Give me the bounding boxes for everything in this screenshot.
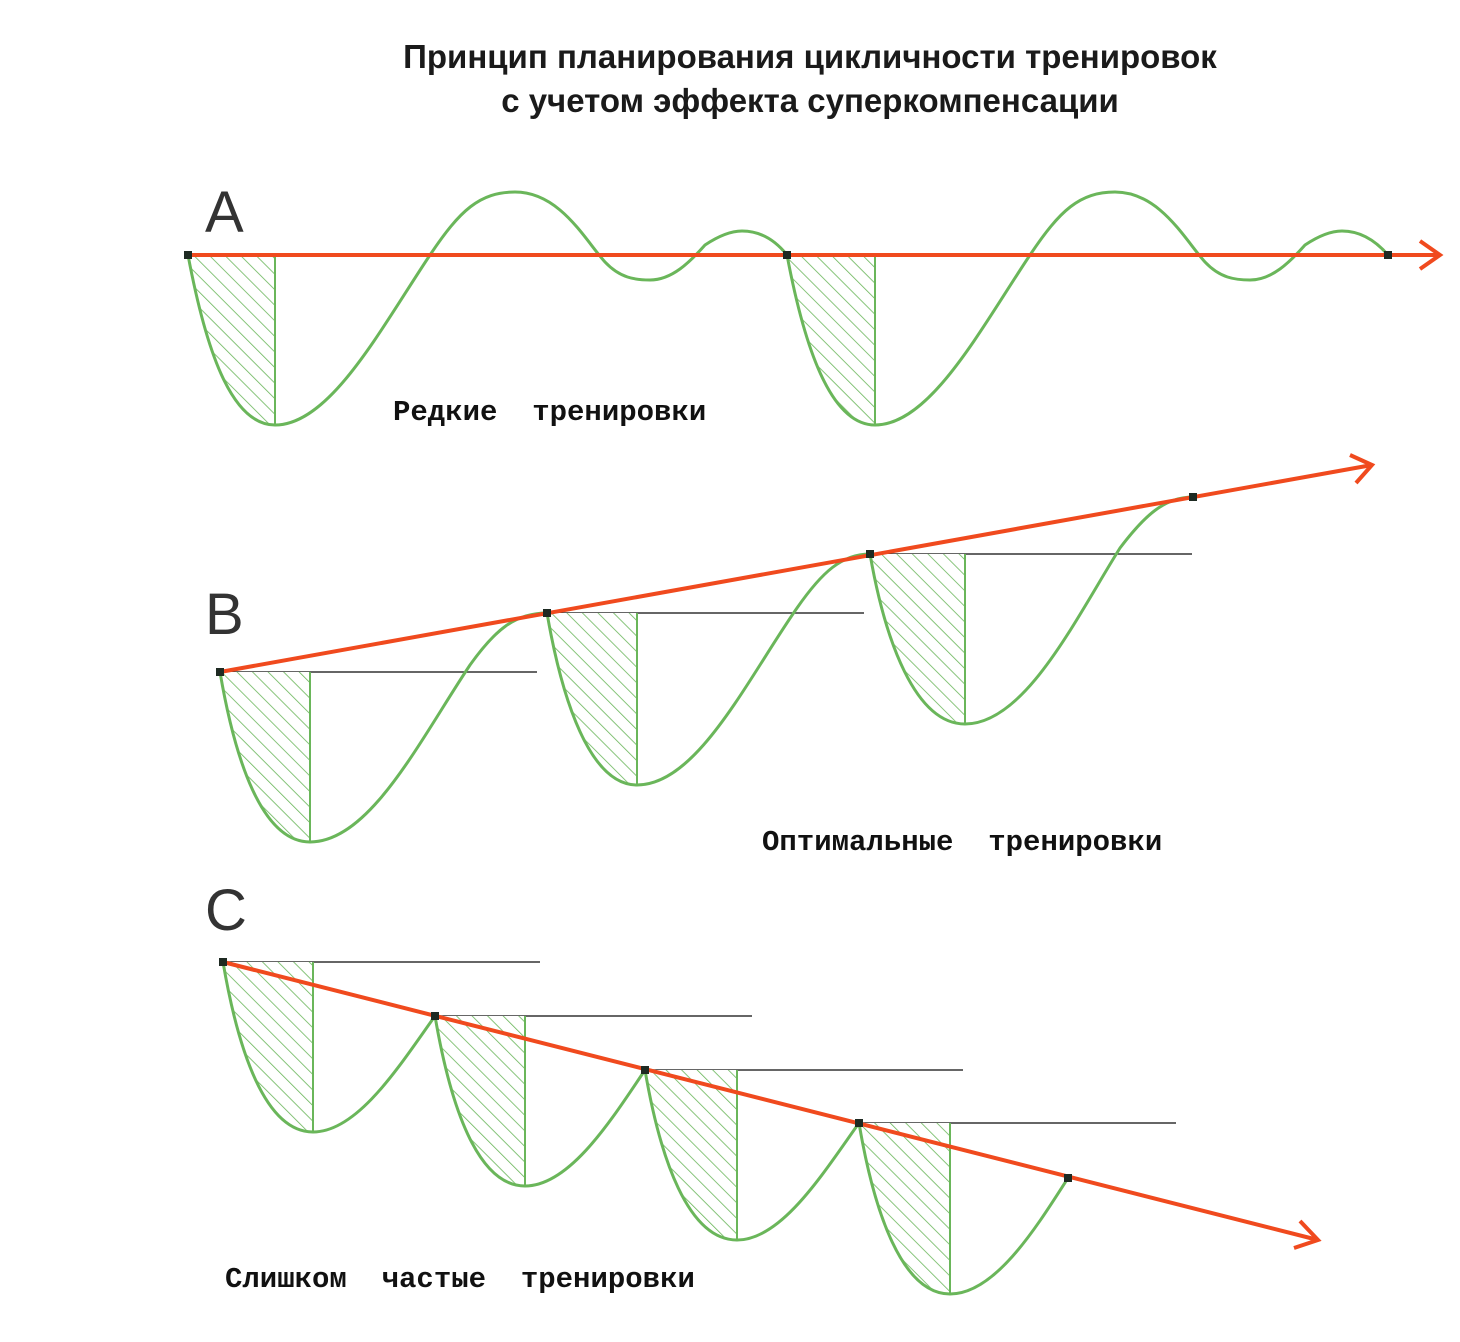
panel-b-response-curve <box>218 495 1194 844</box>
panel-b-trend-arrow <box>219 463 1373 674</box>
panel-b-fatigue-area-1 <box>220 672 310 842</box>
panel-c-fatigue-area-1 <box>223 962 313 1132</box>
panel-b: B Оптимальные тренировки <box>205 453 1376 859</box>
panel-a-training-marker <box>1384 251 1392 259</box>
panel-c-training-marker <box>431 1012 439 1020</box>
panel-c-training-marker <box>1064 1174 1072 1182</box>
diagram-title-line1: Принцип планирования цикличности трениро… <box>403 38 1217 75</box>
panel-b-fatigue-area-2 <box>547 613 637 785</box>
panel-c: C Слишком частые тренировки <box>205 878 1322 1296</box>
panel-b-fatigue-area-3 <box>870 554 965 724</box>
panel-c-fatigue-area-2 <box>435 1016 525 1186</box>
panel-a-fatigue-area-1 <box>186 254 276 427</box>
panel-b-training-marker <box>216 668 224 676</box>
panel-a-letter: A <box>205 180 244 245</box>
panel-c-trend-arrow <box>222 960 1319 1242</box>
panel-a-arrowhead-icon <box>1418 239 1444 271</box>
panel-c-fatigue-area-3 <box>645 1070 737 1240</box>
panel-b-training-marker <box>866 550 874 558</box>
panel-c-arrowhead-icon <box>1293 1219 1322 1250</box>
panel-c-caption: Слишком частые тренировки <box>225 1263 695 1296</box>
panel-c-training-marker <box>855 1119 863 1127</box>
panel-b-training-marker <box>543 609 551 617</box>
panel-a-response-curve <box>186 190 1390 427</box>
panel-a-fatigue-area-2 <box>785 254 876 427</box>
panel-b-arrowhead-icon <box>1349 453 1376 485</box>
diagram-title-line2: с учетом эффекта суперкомпенсации <box>501 82 1119 119</box>
panel-c-training-marker <box>641 1066 649 1074</box>
panel-b-training-marker <box>1189 493 1197 501</box>
panel-c-training-marker <box>219 958 227 966</box>
panel-a: A Редкие тренировки <box>184 180 1444 429</box>
panel-a-training-marker <box>184 251 192 259</box>
panel-a-training-marker <box>783 251 791 259</box>
panel-c-letter: C <box>205 878 247 943</box>
panel-c-fatigue-area-4 <box>859 1123 950 1294</box>
panel-a-caption: Редкие тренировки <box>393 396 706 429</box>
panel-b-letter: B <box>205 582 244 647</box>
panel-b-caption: Оптимальные тренировки <box>762 826 1162 859</box>
